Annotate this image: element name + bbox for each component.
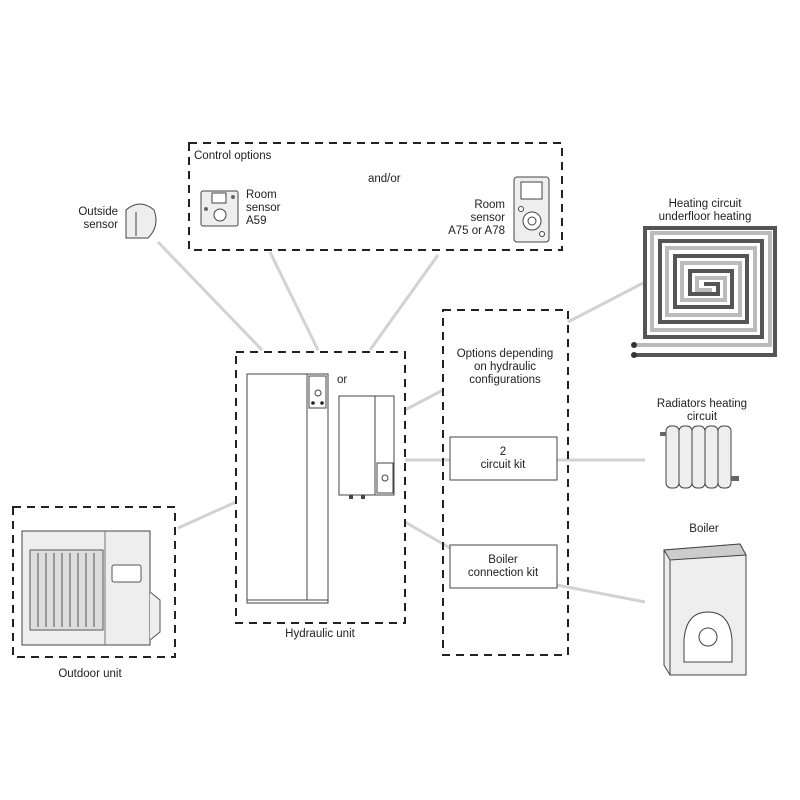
- options-title-3: configurations: [469, 374, 541, 386]
- boiler-group: Boiler: [663, 523, 747, 676]
- control-options-title: Control options: [194, 150, 272, 162]
- floor-standing-unit-icon: [246, 373, 329, 604]
- boiler-kit-label-2: connection kit: [468, 567, 539, 579]
- room-sensor-a75-label-2: sensor: [470, 212, 505, 224]
- hydraulic-unit-box: [235, 351, 406, 624]
- and-or-label: and/or: [368, 173, 401, 185]
- outside-sensor-label-2: sensor: [83, 219, 118, 231]
- or-label: or: [337, 374, 347, 386]
- options-group: Options depending on hydraulic configura…: [442, 309, 569, 656]
- hydraulic-unit-group: or Hydraulic unit: [235, 351, 406, 640]
- radiators-label-1: Radiators heating: [657, 398, 747, 410]
- options-box: [442, 309, 569, 656]
- underfloor-group: Heating circuit underfloor heating: [631, 198, 777, 358]
- outside-sensor-label-1: Outside: [78, 206, 118, 218]
- room-sensor-a75-label-1: Room: [474, 199, 505, 211]
- room-sensor-a59-label-1: Room: [246, 189, 277, 201]
- outdoor-unit-icon: [21, 530, 161, 646]
- connector-lines: [156, 240, 646, 604]
- outdoor-unit-group: Outdoor unit: [12, 506, 176, 680]
- circuit-kit-label-1: 2: [500, 446, 506, 458]
- circuit-kit-label-2: circuit kit: [481, 459, 527, 471]
- room-sensor-a59-label-3: A59: [246, 215, 266, 227]
- radiators-label-2: circuit: [687, 411, 718, 423]
- underfloor-label-1: Heating circuit: [669, 198, 743, 210]
- outside-sensor-icon: [125, 203, 157, 239]
- wall-hung-unit-icon: [338, 395, 395, 499]
- outdoor-unit-label: Outdoor unit: [58, 668, 122, 680]
- boiler-label: Boiler: [689, 523, 719, 535]
- options-title-1: Options depending: [457, 348, 554, 360]
- room-sensor-a59-label-2: sensor: [246, 202, 281, 214]
- radiators-group: Radiators heating circuit: [657, 398, 747, 489]
- boiler-kit-label-1: Boiler: [488, 554, 518, 566]
- control-options-box: [188, 142, 563, 251]
- outdoor-unit-box: [12, 506, 176, 658]
- room-sensor-a75-icon: [513, 176, 550, 243]
- room-sensor-a75-label-3: A75 or A78: [448, 225, 505, 237]
- boiler-kit-box: [449, 544, 558, 589]
- outside-sensor-group: Outside sensor: [78, 203, 157, 239]
- options-title-2: on hydraulic: [474, 361, 536, 373]
- hydraulic-unit-label: Hydraulic unit: [285, 628, 355, 640]
- room-sensor-a59-icon: [200, 190, 239, 227]
- radiator-icon: [660, 425, 739, 489]
- boiler-icon: [663, 543, 747, 676]
- underfloor-label-2: underfloor heating: [659, 211, 752, 223]
- circuit-kit-box: [449, 436, 558, 481]
- underfloor-spiral-icon: [631, 226, 777, 358]
- control-options-group: Control options and/or Room sensor A59 R…: [188, 142, 563, 251]
